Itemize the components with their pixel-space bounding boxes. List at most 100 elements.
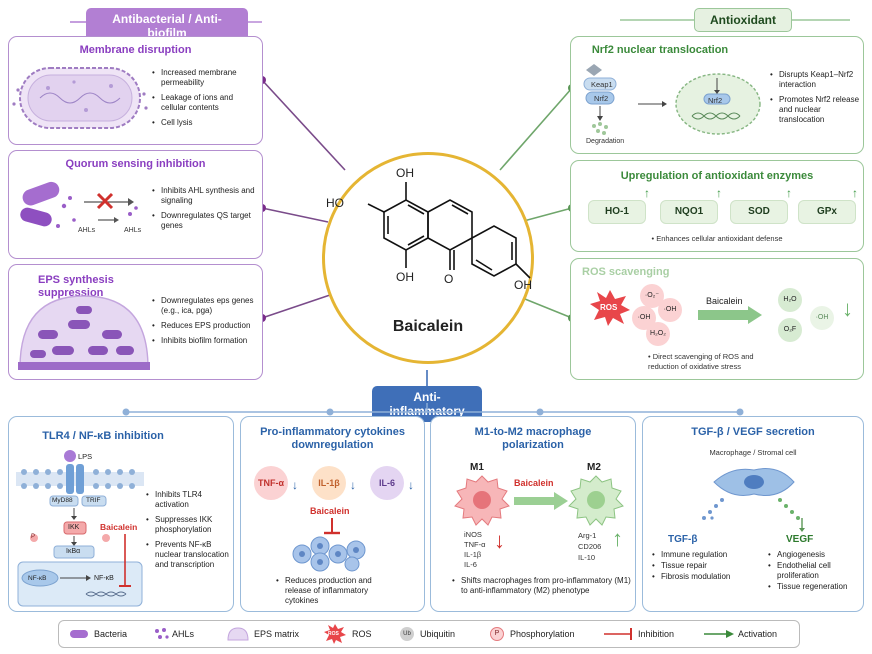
tlr4-bullets: Inhibits TLR4 activation Suppresses IKK … <box>146 490 230 575</box>
ros-glyph: ROS <box>328 631 339 637</box>
tlr4-bullet: Prevents NF-κB nuclear translocation and… <box>146 540 230 570</box>
m2-marker: Arg-1 <box>578 531 597 540</box>
enzyme-ho1: HO-1 <box>588 200 646 224</box>
ros-species: ·OH <box>658 298 682 322</box>
legend-eps: EPS matrix <box>254 629 300 639</box>
tgf-bullet: Immune regulation <box>652 550 752 560</box>
membrane-bullet: Cell lysis <box>152 118 258 128</box>
tgf-bullet: Fibrosis modulation <box>652 572 752 582</box>
quorum-bullets: Inhibits AHL synthesis and signaling Dow… <box>152 186 258 236</box>
secretion-dots <box>702 498 805 532</box>
inhibition-icon <box>324 518 340 535</box>
nrf2-illustration <box>583 64 761 135</box>
legend-bacteria: Bacteria <box>94 629 128 639</box>
enzyme-nqo1: NQO1 <box>660 200 718 224</box>
lps-label: LPS <box>78 452 93 461</box>
ros-note-text: Direct scavenging of ROS and reduction o… <box>648 352 754 371</box>
m2-label: M2 <box>587 462 601 473</box>
nfkb-nucleus-label: NF-κB <box>94 575 114 582</box>
ros-product-label: O₂F <box>783 326 797 333</box>
vegf-bullet: Tissue regeneration <box>768 582 860 592</box>
degradation-label: Degradation <box>586 138 625 145</box>
vegf-bullet: Endothelial cell proliferation <box>768 561 860 581</box>
m1-macrophage-icon <box>454 475 510 526</box>
ros-product-label: H₂O <box>783 296 797 303</box>
ros-species-label: ·OH <box>637 314 651 321</box>
antioxidant-header: Antioxidant <box>694 8 792 32</box>
ros-product-label: ·OH <box>815 314 829 321</box>
baicalein-structure <box>367 182 531 279</box>
ros-species-label: ·OH <box>663 306 677 313</box>
up-arrow-icon: ↑ <box>852 186 858 200</box>
nrf2-bullet: Disrupts Keap1–Nrf2 interaction <box>770 70 860 90</box>
nrf2-title: Nrf2 nuclear translocation <box>591 44 729 56</box>
eps-bullet: Downregulates eps genes (e.g., ica, pga) <box>152 296 258 316</box>
m1-label: M1 <box>470 462 484 473</box>
keap1-label: Keap1 <box>591 80 613 89</box>
macrophage-title: M1-to-M2 macrophage polarization <box>474 426 592 451</box>
bacteria-icon <box>70 630 88 638</box>
vegf-label: VEGF <box>786 534 814 545</box>
legend-inhibition: Inhibition <box>638 629 675 639</box>
ubiquitin-icon: Ub <box>400 627 414 641</box>
legend-bar <box>58 620 800 648</box>
down-arrow-icon: ↓ <box>842 296 853 321</box>
activation-arrow-icon <box>698 306 762 324</box>
quorum-title: Quorum sensing inhibition <box>65 158 206 170</box>
tlr4-bullet: Suppresses IKK phosphorylation <box>146 515 230 535</box>
ros-product: ·OH <box>810 306 834 330</box>
membrane-bullets: Increased membrane permeability Leakage … <box>152 68 258 133</box>
nrf2-bullets: Disrupts Keap1–Nrf2 interaction Promotes… <box>770 70 860 130</box>
ikk-label: IKK <box>68 524 80 531</box>
tgf-title: TGF-β / VEGF secretion <box>691 426 815 438</box>
legend-ubiquitin: Ubiquitin <box>420 629 456 639</box>
legend-activation: Activation <box>738 629 778 639</box>
myd88-label: MyD88 <box>52 497 73 504</box>
quorum-illustration <box>20 181 138 228</box>
nfkb-label: NF-κB <box>28 575 47 582</box>
cytokines-bullets: Reduces production and release of inflam… <box>276 576 396 611</box>
ros-species-label: ·O₂⁻ <box>644 292 660 299</box>
ros-burst-icon <box>590 290 630 326</box>
tlr4-baicalein-label: Baicalein <box>100 522 138 532</box>
baicalein-title: Baicalein <box>392 318 464 335</box>
tlr4-title: TLR4 / NF-κB inhibition <box>42 430 164 442</box>
enzyme-sod: SOD <box>730 200 788 224</box>
nrf2-nuclear-label: Nrf2 <box>708 96 723 105</box>
legend-ahls: AHLs <box>172 629 195 639</box>
ros-product: H₂O <box>778 288 802 312</box>
down-arrow-icon: ↓ <box>292 478 298 492</box>
immune-cells-illustration <box>292 536 366 572</box>
ros-baicalein-label: Baicalein <box>706 296 743 306</box>
m1-marker: IL-6 <box>464 560 477 569</box>
m1-marker: TNF-α <box>464 540 486 549</box>
cell-label: Macrophage / Stromal cell <box>709 448 797 457</box>
ros-species: H₂O₂ <box>646 322 670 346</box>
p-glyph: P <box>494 630 500 637</box>
m2-markers: Arg-1 CD206 IL-10 <box>578 530 601 563</box>
tgf-label: TGF-β <box>668 534 698 545</box>
cytokine-label: IL-6 <box>378 478 395 488</box>
cytokine-label: TNF-α <box>257 478 285 488</box>
vegf-bullets: Angiogenesis Endothelial cell proliferat… <box>768 550 860 593</box>
enzymes-note-text: Enhances cellular antioxidant defense <box>656 234 783 243</box>
cytokines-bullet: Reduces production and release of inflam… <box>276 576 396 606</box>
cytokines-baicalein-label: Baicalein <box>310 506 350 516</box>
legend-ros: ROS <box>352 629 372 639</box>
ros-burst-label: ROS <box>600 303 618 312</box>
vegf-bullet: Angiogenesis <box>768 550 860 560</box>
eps-bullet: Reduces EPS production <box>152 321 258 331</box>
tlr4-bullet: Inhibits TLR4 activation <box>146 490 230 510</box>
tlr4-pathway-illustration <box>16 450 144 607</box>
down-arrow-icon: ↓ <box>408 478 414 492</box>
macrophage-baicalein-label: Baicalein <box>514 478 554 488</box>
cytokine-label: IL-1β <box>318 478 340 488</box>
ros-burst-legend-icon <box>324 624 346 644</box>
eps-bullets: Downregulates eps genes (e.g., ica, pga)… <box>152 296 258 351</box>
mol-oh-top: OH <box>396 166 414 180</box>
trif-label: TRIF <box>86 497 101 504</box>
enzymes-title: Upregulation of antioxidant enzymes <box>620 170 814 182</box>
cytokine-il1b: IL-1β <box>312 466 346 500</box>
ros-product: O₂F <box>778 318 802 342</box>
baicalein-center-circle <box>322 152 534 364</box>
